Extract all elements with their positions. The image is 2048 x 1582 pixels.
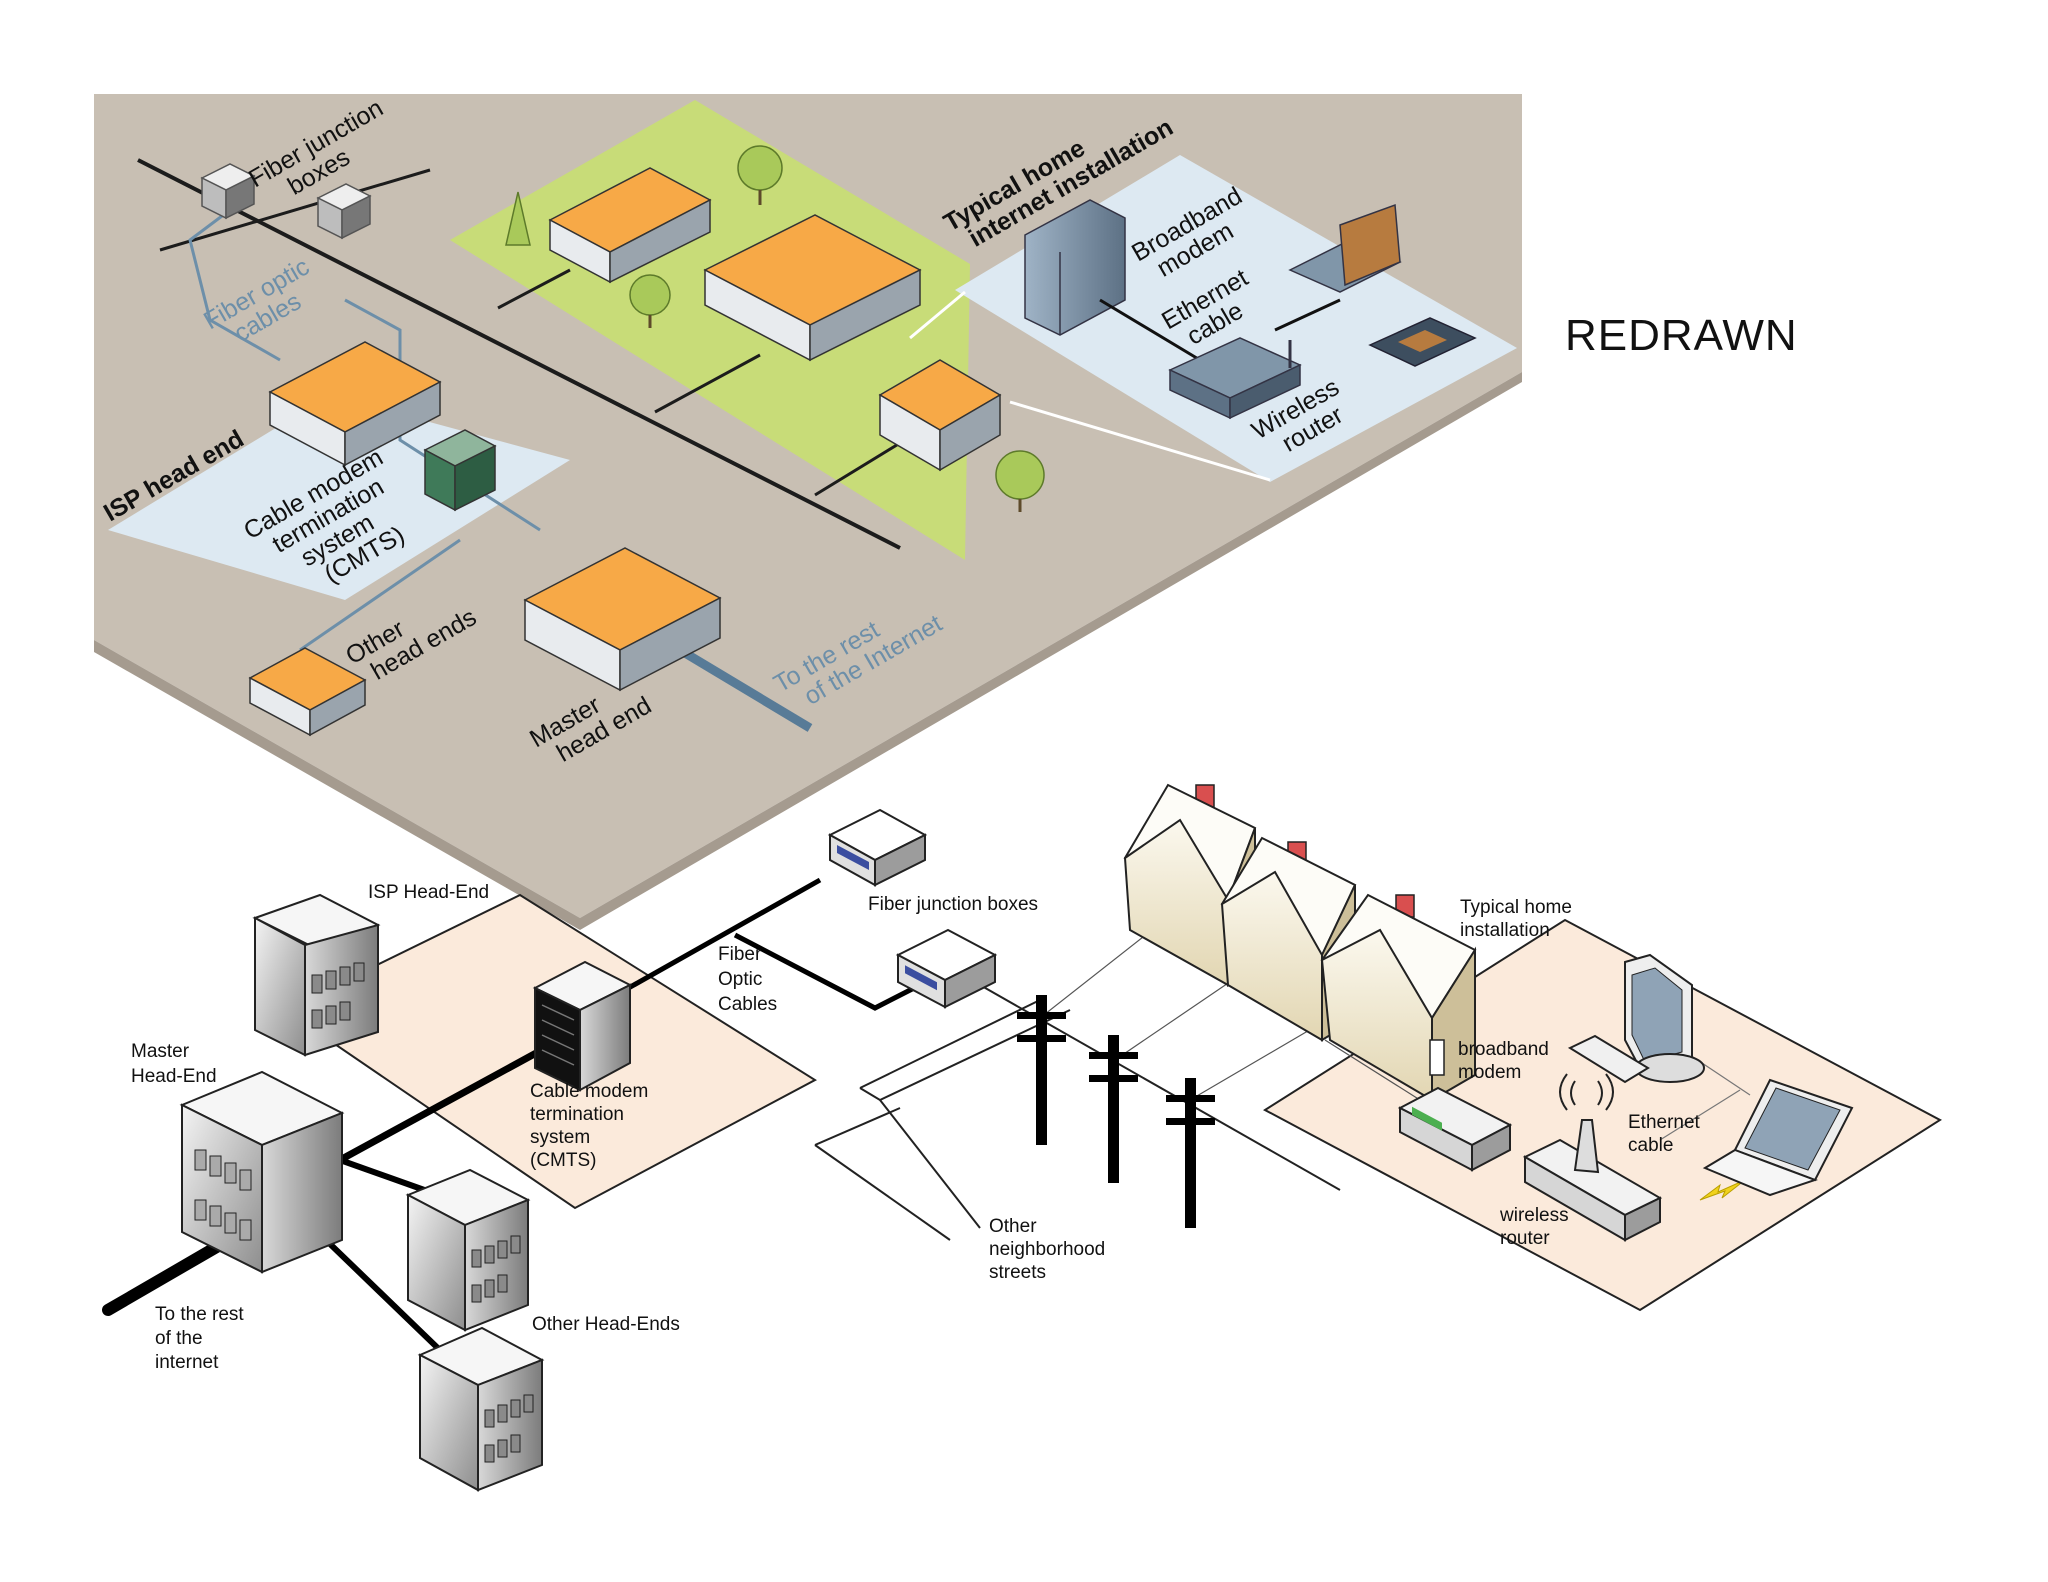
internet-trunk [677, 646, 813, 732]
utility-pole [1089, 1035, 1138, 1183]
other-head-end-building [248, 647, 367, 737]
original-diagram: Fiber junction boxes Fiber optic cables … [94, 94, 1522, 930]
house [878, 359, 1002, 472]
house [703, 214, 922, 362]
keyboard [1567, 1034, 1650, 1084]
rest-of-internet-label: To the rest of the internet [155, 1304, 249, 1373]
street-outline [814, 1144, 951, 1241]
callout-line [1009, 400, 1271, 482]
drop-line [1659, 1089, 1741, 1141]
master-head-end-building [179, 1070, 345, 1274]
fiber-junction-box [895, 928, 998, 1009]
ethernet-cable-line [1274, 298, 1341, 332]
ethernet-cable-label: Ethernet cable [1628, 1112, 1705, 1156]
tree [505, 191, 531, 246]
laptop-device [1702, 1078, 1854, 1197]
typical-home-label: Typical home installation [1460, 897, 1577, 941]
other-head-end-building [405, 1168, 531, 1332]
drop-line [814, 438, 906, 497]
fiber-junction-boxes-label: Fiber junction boxes [868, 894, 1038, 915]
fiber-optic-cable [623, 877, 822, 993]
street-outline [879, 1099, 981, 1229]
computer-monitor [1624, 953, 1705, 1083]
callout-line [909, 290, 966, 340]
broadband-modem-device [1397, 1086, 1513, 1172]
ethernet-cable-line [1099, 298, 1201, 362]
wireless-router-device [1522, 1073, 1663, 1242]
isp-head-end-building [252, 893, 381, 1057]
wireless-router-device [1168, 337, 1302, 420]
master-head-end-building [523, 547, 722, 692]
drop-line [654, 353, 761, 414]
fiber-junction-box [200, 163, 256, 220]
redrawn-label: REDRAWN [1565, 311, 1798, 360]
fiber-junction-box [316, 183, 372, 240]
tablet-device [1368, 317, 1477, 367]
house [548, 167, 712, 284]
wireless-router-label: wireless router [1499, 1205, 1574, 1249]
fiber-cable [188, 208, 281, 362]
utility-pole [1017, 995, 1066, 1145]
street-line [137, 158, 901, 550]
other-head-end-building [417, 1326, 545, 1492]
master-to-cmts-line [338, 1036, 562, 1164]
drop-line [1324, 1039, 1421, 1101]
tree [629, 274, 671, 328]
street-outline [859, 999, 1041, 1089]
broadband-modem-label: broadband modem [1458, 1039, 1554, 1083]
master-to-other-line [338, 1157, 432, 1195]
master-head-end-label: Master Head-End [131, 1041, 217, 1087]
utility-pole [1166, 1078, 1215, 1228]
cmts-server [532, 960, 633, 1092]
cmts-label: Cable modem termination system (CMTS) [530, 1081, 654, 1171]
fiber-cable [299, 538, 461, 652]
street-line [159, 168, 431, 252]
internet-backbone [102, 1239, 226, 1316]
fiber-junction-box [827, 808, 928, 887]
isp-head-end-building [268, 341, 442, 467]
other-head-ends-label: Other Head-Ends [532, 1314, 680, 1335]
tree [737, 145, 783, 205]
laptop-device [1288, 203, 1402, 293]
fiber-optic-cables-label: Fiber Optic Cables [718, 944, 777, 1015]
redrawn-diagram: ISP Head-End Fiber junction boxes Fiber … [102, 783, 1942, 1492]
tree [995, 450, 1045, 512]
drop-line [497, 268, 571, 310]
other-streets-label: Other neighborhood streets [989, 1216, 1111, 1283]
house [1320, 893, 1477, 1102]
isp-head-end-label: ISP Head-End [368, 882, 489, 903]
fiber-optic-cable [733, 932, 922, 1011]
cmts-cabinet [423, 429, 497, 512]
street-outline [814, 1107, 901, 1146]
